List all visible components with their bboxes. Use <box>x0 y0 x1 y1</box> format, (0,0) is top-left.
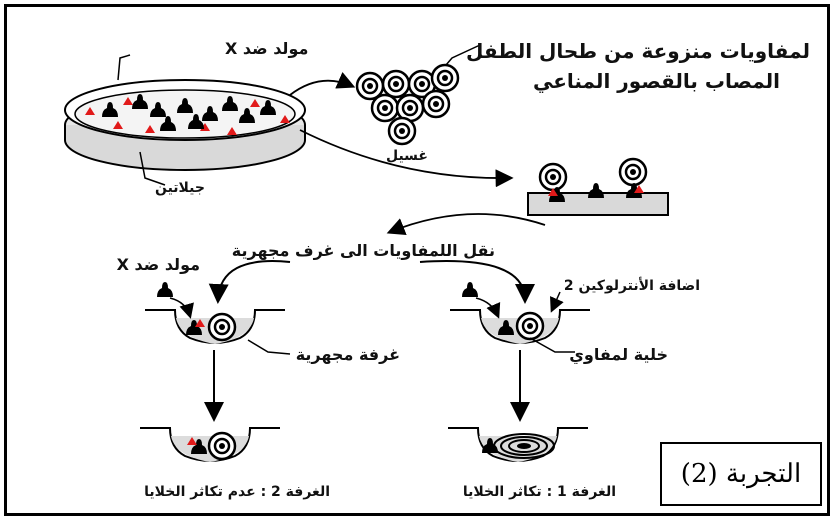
chamber-2-result-label: الغرفة 2 : عدم تكاثر الخلايا <box>144 484 330 500</box>
lymphocyte-cell-label: خلية لمفاوي <box>569 345 668 365</box>
arrow-to-chamber-2 <box>208 260 291 304</box>
chamber-1-result-label: الغرفة 1 : تكاثر الخلايا <box>463 484 616 500</box>
chamber-1-before <box>450 282 590 344</box>
figure-frame <box>4 4 830 516</box>
add-interleukin-label: اضافة الأنترلوكين 2 <box>564 277 700 294</box>
experiment-title-box: التجربة (2) <box>660 442 822 506</box>
chamber-2-before <box>145 282 285 344</box>
arrow-dish-to-cluster <box>289 71 356 96</box>
arrow-strip-to-chambers <box>386 213 546 236</box>
gelatin-label: جيلاتين <box>155 180 205 196</box>
transfer-label: نقل اللمفاويات الى غرف مجهرية <box>232 241 495 260</box>
lymphocytes-source-line1: لمفاويات منزوعة من طحال الطفل <box>466 39 810 63</box>
antigen-x-top-label: مولد ضد X <box>225 39 308 58</box>
chamber-1-after <box>448 427 588 462</box>
lymphocyte-cluster <box>355 63 460 146</box>
micro-chamber-label: غرفة مجهرية <box>296 345 400 364</box>
arrow-to-chamber-1 <box>419 260 535 304</box>
wash-label: غسيل <box>386 148 428 164</box>
gel-strip <box>527 157 669 216</box>
antigen-leader-line <box>117 54 131 81</box>
experiment-title: التجربة (2) <box>680 459 802 489</box>
lymphocytes-source-line2: المصاب بالقصور المناعي <box>533 69 780 94</box>
chamber-2-after <box>140 427 280 462</box>
micro-chamber-leader-line <box>247 339 291 355</box>
gelatin-leader-line <box>139 151 166 186</box>
lymph-cell-leader-line <box>529 337 575 353</box>
antigen-x-left-label: مولد ضد X <box>117 255 200 274</box>
arrow-to-gel-strip <box>299 129 514 188</box>
petri-dish <box>64 79 306 171</box>
